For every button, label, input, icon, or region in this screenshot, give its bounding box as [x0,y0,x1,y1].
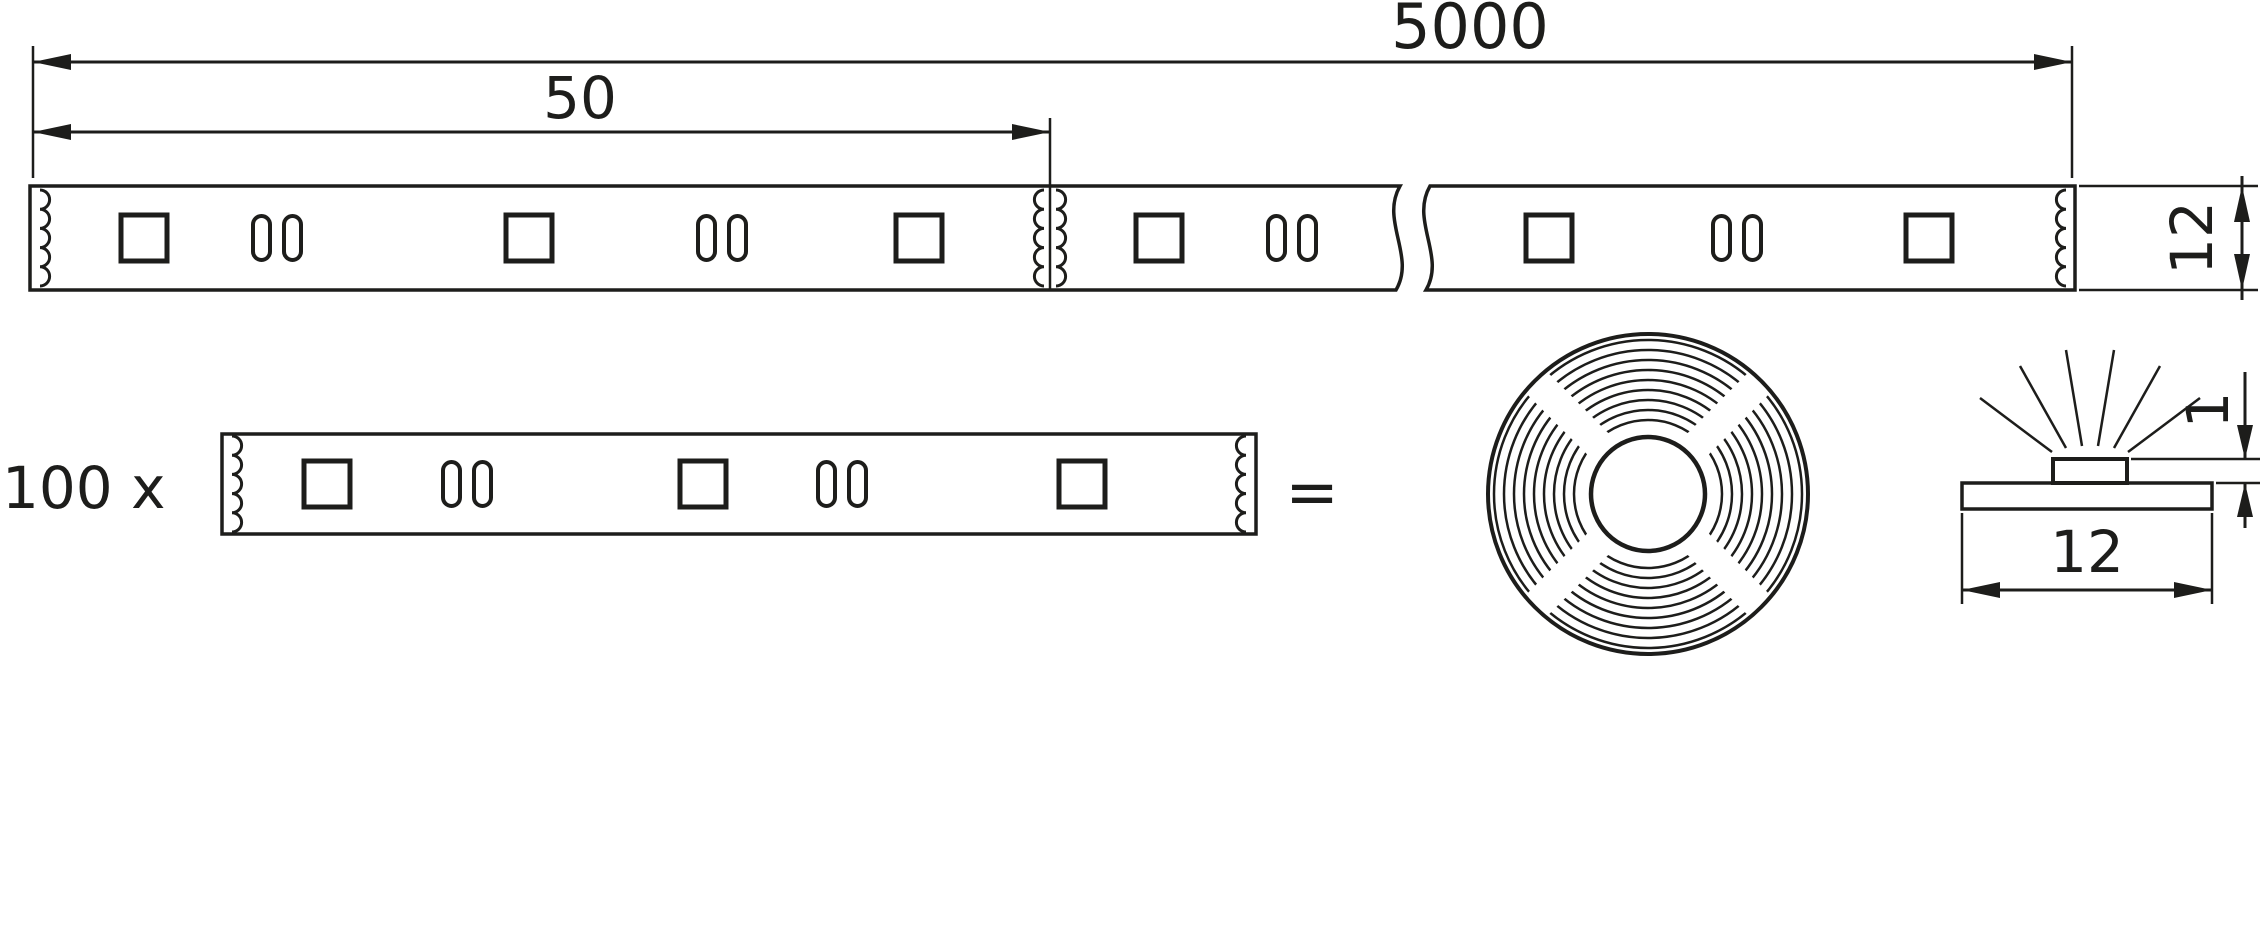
strip-segment-view [220,432,1258,536]
led-chip-icon [1906,215,1952,261]
arrowhead-right-icon [2174,582,2212,598]
arrowhead-up-icon [2237,483,2253,517]
led-chip-icon [896,215,942,261]
dim-total-length-label: 5000 [1391,0,1549,63]
reel-winding-circle [1512,358,1784,630]
strip-top-view [28,184,2077,292]
dim-led-height: 1 [2131,372,2260,528]
dim-strip-width-label: 12 [2158,201,2226,275]
arrowhead-right-icon [1012,124,1050,140]
reel-outer-circle [1486,332,1810,656]
multiplier-label: 100 x [2,454,165,522]
led-chip-icon [121,215,167,261]
dim-profile-width-label: 12 [2050,518,2124,586]
dim-led-height-label: 1 [2174,392,2242,429]
dim-total-length: 5000 [31,0,2074,178]
reel-winding-circle [1562,408,1734,580]
profile-led-chip [2051,457,2129,485]
light-ray-icon [1979,397,2053,453]
reel-winding-circle [1522,368,1774,620]
light-ray-icon [2018,365,2068,449]
dim-segment-length-label: 50 [543,64,617,132]
led-chip-icon [304,461,350,507]
arrowhead-down-icon [2234,254,2250,290]
arrowhead-left-icon [1962,582,2000,598]
arrowhead-up-icon [2234,186,2250,222]
led-chip-icon [1136,215,1182,261]
reel-winding-circle [1552,398,1744,590]
reel-winding-circle [1532,378,1764,610]
strip-profile-view [1960,349,2214,511]
led-chip-icon [680,461,726,507]
dim-segment-length: 50 [33,64,1052,290]
reel-windings [1492,338,1804,650]
dim-profile-width: 12 [1960,513,2214,604]
light-ray-icon [2127,397,2201,453]
arrowhead-down-icon [2237,425,2253,459]
equals-label: = [1285,456,1339,530]
arrowhead-left-icon [33,124,71,140]
led-chip-icon [506,215,552,261]
reel-winding-circle [1492,338,1804,650]
reel-hub-circle [1588,434,1708,554]
reel-winding-circle [1542,388,1754,600]
arrowhead-right-icon [2034,54,2072,70]
reel-winding-circle [1572,418,1724,570]
reel-winding-circle [1502,348,1794,640]
profile-base [1960,481,2214,511]
light-ray-icon [2064,349,2084,447]
light-ray-icon [2096,349,2116,447]
arrowhead-left-icon [33,54,71,70]
reel-view [1486,332,1810,656]
light-ray-icon [2112,365,2162,449]
led-chip-icon [1059,461,1105,507]
led-chip-icon [1526,215,1572,261]
dim-strip-width: 12 [2079,176,2258,300]
